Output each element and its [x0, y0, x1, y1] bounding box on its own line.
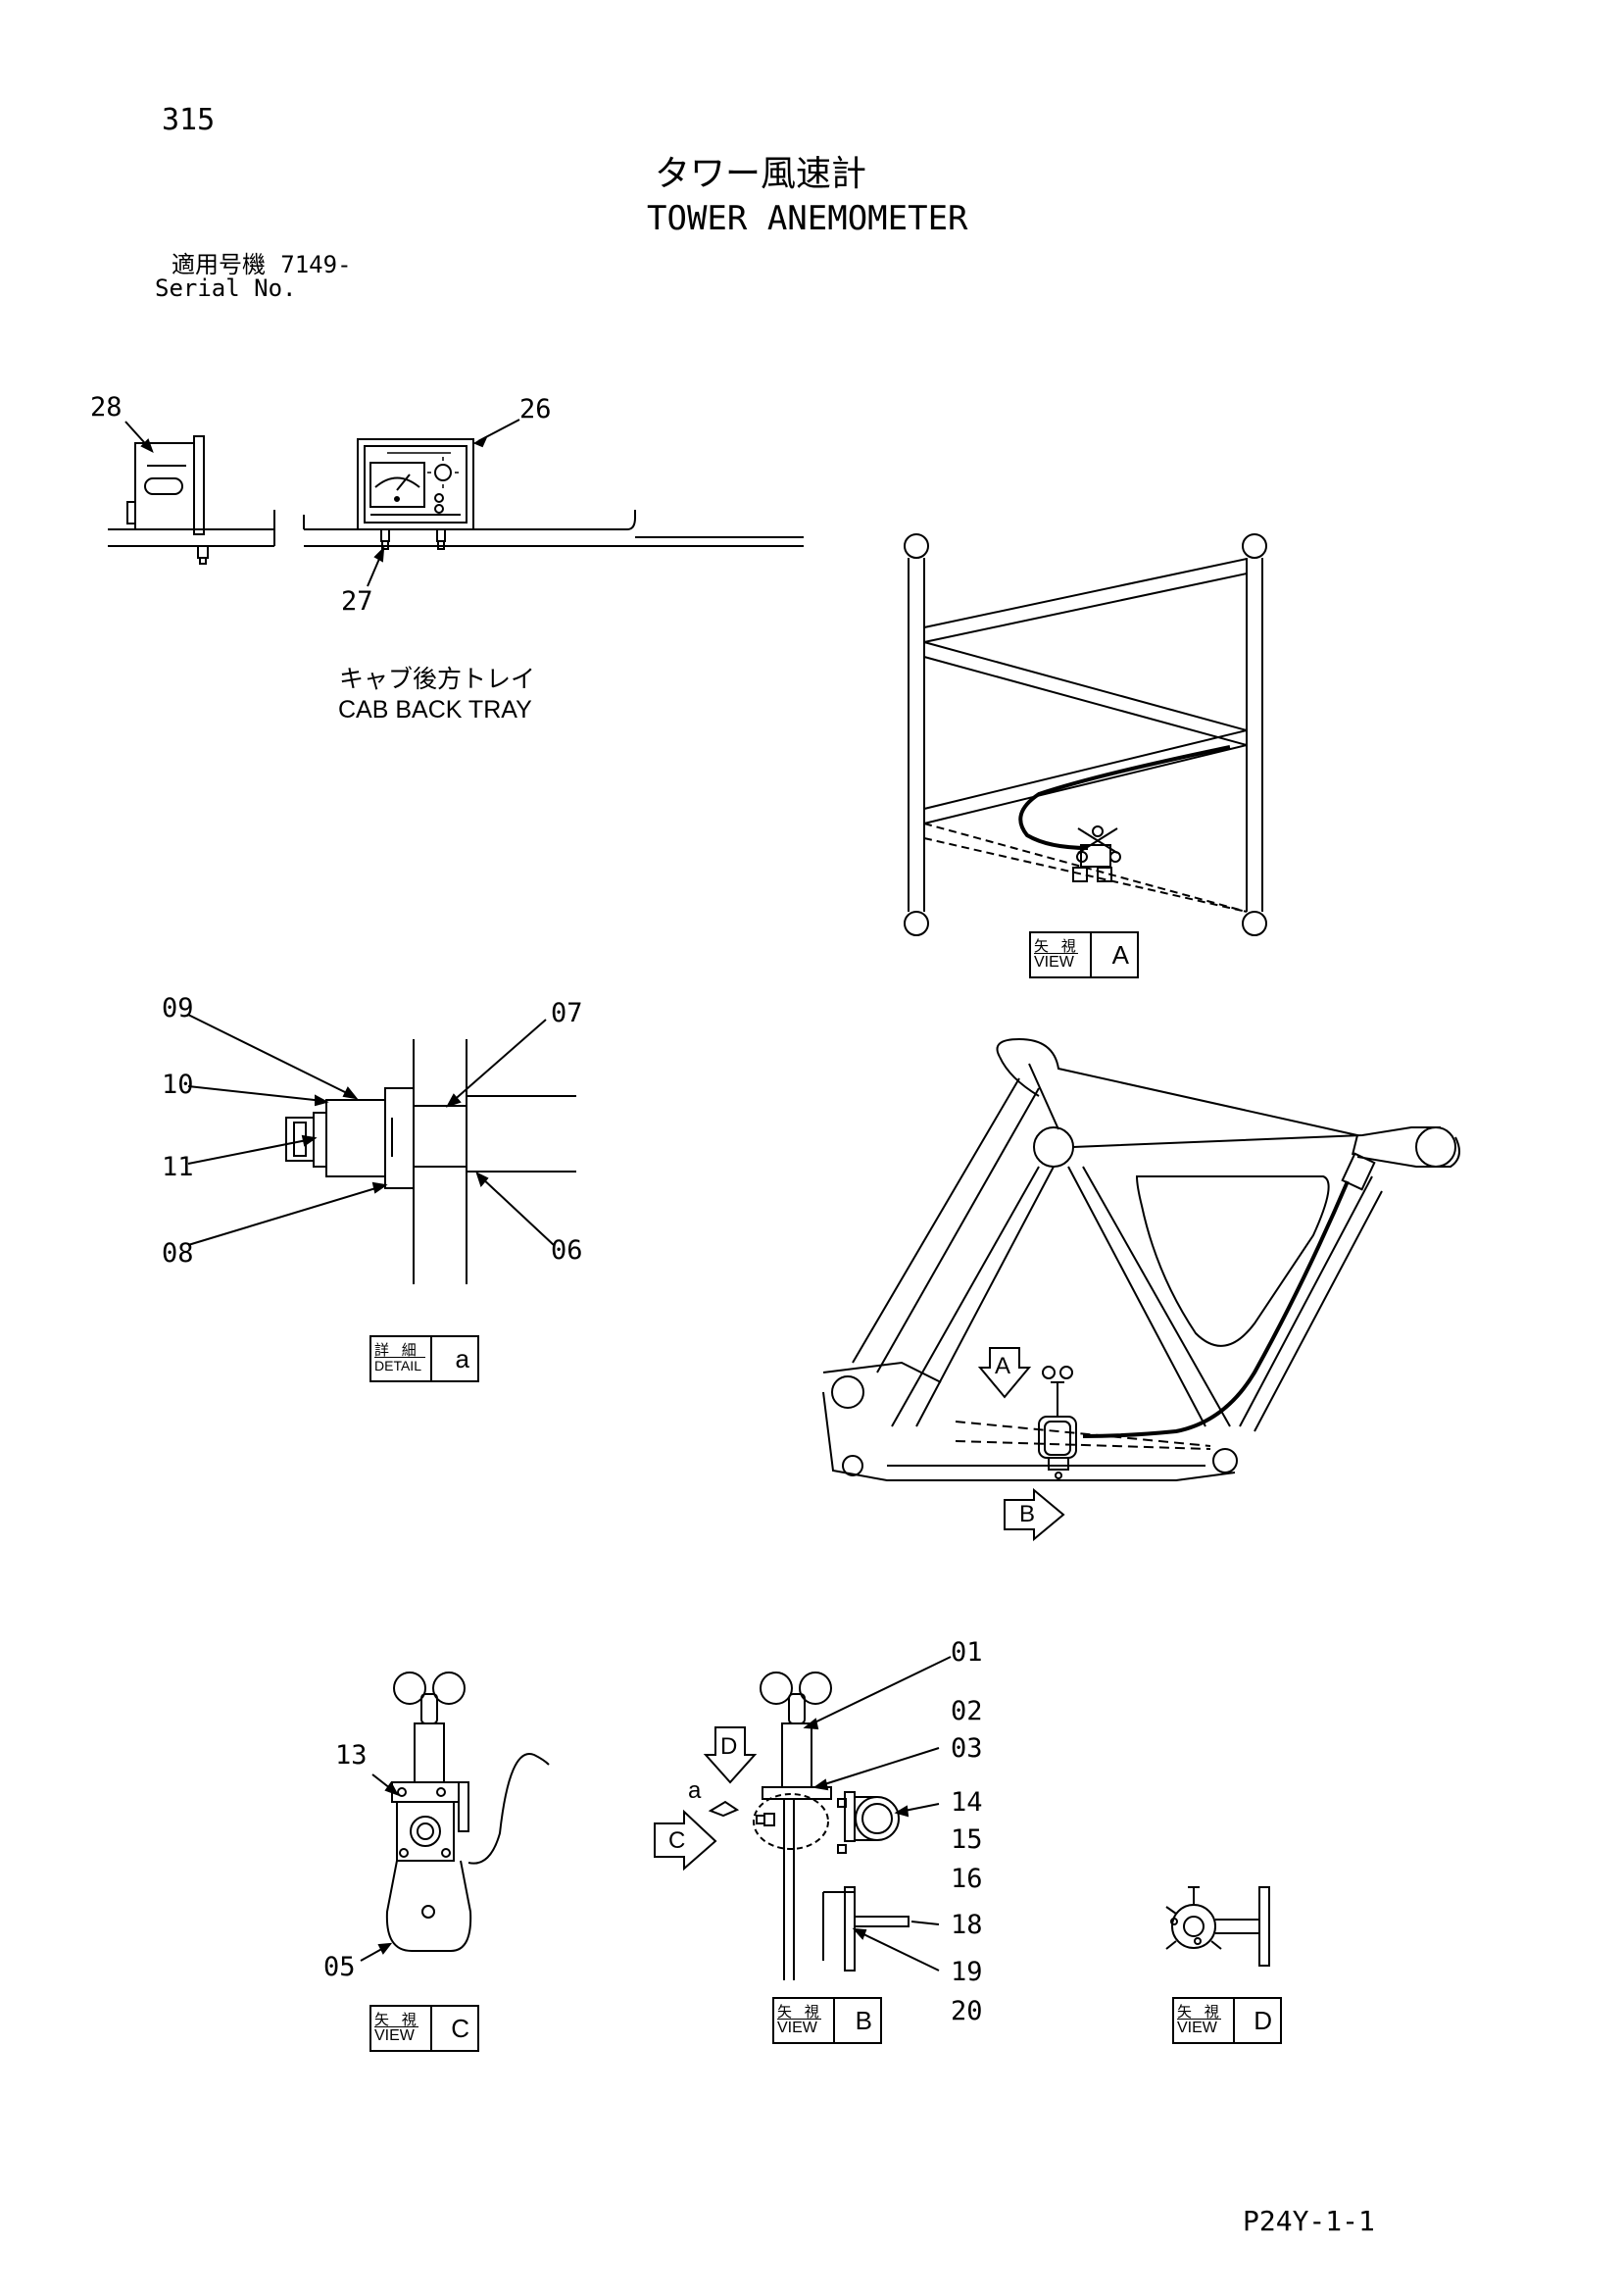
- view-b-label-box: 矢 視 VIEW B: [772, 1997, 882, 2044]
- drawing-code: P24Y-1-1: [1243, 2205, 1375, 2237]
- view-box-bottom-text: VIEW: [374, 2026, 418, 2045]
- ref-14: 14: [951, 1787, 983, 1818]
- view-box-top-text: 詳 細: [374, 1341, 420, 1359]
- title-japanese: タワー風速計: [655, 154, 867, 194]
- view-d-drawing: [1165, 1886, 1270, 1967]
- ref-18: 18: [951, 1910, 983, 1940]
- view-box-bottom-text: DETAIL: [374, 1357, 425, 1373]
- page-number: 315: [162, 103, 216, 137]
- detail-a-label-box: 詳 細 DETAIL a: [369, 1335, 479, 1382]
- view-box-divider: [1174, 1999, 1235, 2042]
- ref-01: 01: [951, 1637, 983, 1668]
- view-box-letter: A: [1111, 940, 1129, 970]
- view-box-letter: C: [451, 2014, 469, 2043]
- view-box-divider: [774, 1999, 835, 2042]
- ref-02: 02: [951, 1696, 983, 1726]
- ref-27: 27: [341, 586, 373, 617]
- ref-05: 05: [323, 1952, 356, 1982]
- ref-07: 07: [551, 998, 583, 1028]
- ref-16: 16: [951, 1864, 983, 1894]
- view-box-top-text: 矢 視: [1034, 937, 1080, 955]
- view-box-bottom-text: VIEW: [1034, 953, 1078, 972]
- tower-structure-drawing: [822, 1037, 1460, 1542]
- view-box-top-text: 矢 視: [777, 2003, 823, 2021]
- view-box-divider: [371, 1337, 432, 1380]
- ref-28: 28: [90, 392, 123, 423]
- ref-06: 06: [551, 1235, 583, 1266]
- serial-label-jp-text: 適用号機: [172, 251, 266, 278]
- view-box-letter: D: [1254, 2006, 1272, 2035]
- serial-label-english: Serial No.: [155, 275, 297, 302]
- view-c-drawing: [360, 1672, 550, 1962]
- view-b-drawing: [654, 1656, 952, 1980]
- ref-09: 09: [162, 993, 194, 1023]
- view-a-drawing: [904, 533, 1267, 936]
- view-box-bottom-text: VIEW: [777, 2019, 821, 2037]
- ref-08: 08: [162, 1238, 194, 1269]
- cab-tray-note-japanese: キャブ後方トレイ: [339, 665, 536, 693]
- arrow-marker-c: C: [668, 1827, 686, 1854]
- view-box-top-text: 矢 視: [374, 2011, 420, 2028]
- arrow-marker-b: B: [1019, 1501, 1036, 1527]
- arrow-marker-a: A: [995, 1353, 1011, 1379]
- serial-label-japanese: 適用号機 7149-: [172, 253, 352, 276]
- view-a-label-box: 矢 視 VIEW A: [1029, 931, 1139, 978]
- view-d-label-box: 矢 視 VIEW D: [1172, 1997, 1282, 2044]
- view-box-bottom-text: VIEW: [1177, 2019, 1221, 2037]
- view-c-label-box: 矢 視 VIEW C: [369, 2005, 479, 2052]
- arrow-marker-d: D: [720, 1733, 738, 1760]
- ref-03: 03: [951, 1733, 983, 1764]
- view-box-top-text: 矢 視: [1177, 2003, 1223, 2021]
- title-english: TOWER ANEMOMETER: [647, 199, 968, 238]
- view-box-letter: a: [455, 1344, 469, 1373]
- ref-10: 10: [162, 1070, 194, 1100]
- detail-a-drawing: [187, 1014, 576, 1284]
- serial-value: 7149-: [280, 251, 352, 278]
- ref-19: 19: [951, 1957, 983, 1987]
- cab-tray-note-english: CAB BACK TRAY: [338, 696, 532, 724]
- ref-26: 26: [519, 394, 552, 424]
- ref-20: 20: [951, 1996, 983, 2026]
- ref-13: 13: [335, 1740, 368, 1771]
- view-box-divider: [371, 2007, 432, 2050]
- ref-detail-a: a: [688, 1777, 702, 1804]
- view-box-divider: [1031, 933, 1092, 976]
- ref-11: 11: [162, 1152, 194, 1182]
- cab-tray-drawing: [108, 419, 804, 587]
- view-box-letter: B: [855, 2006, 872, 2035]
- ref-15: 15: [951, 1824, 983, 1855]
